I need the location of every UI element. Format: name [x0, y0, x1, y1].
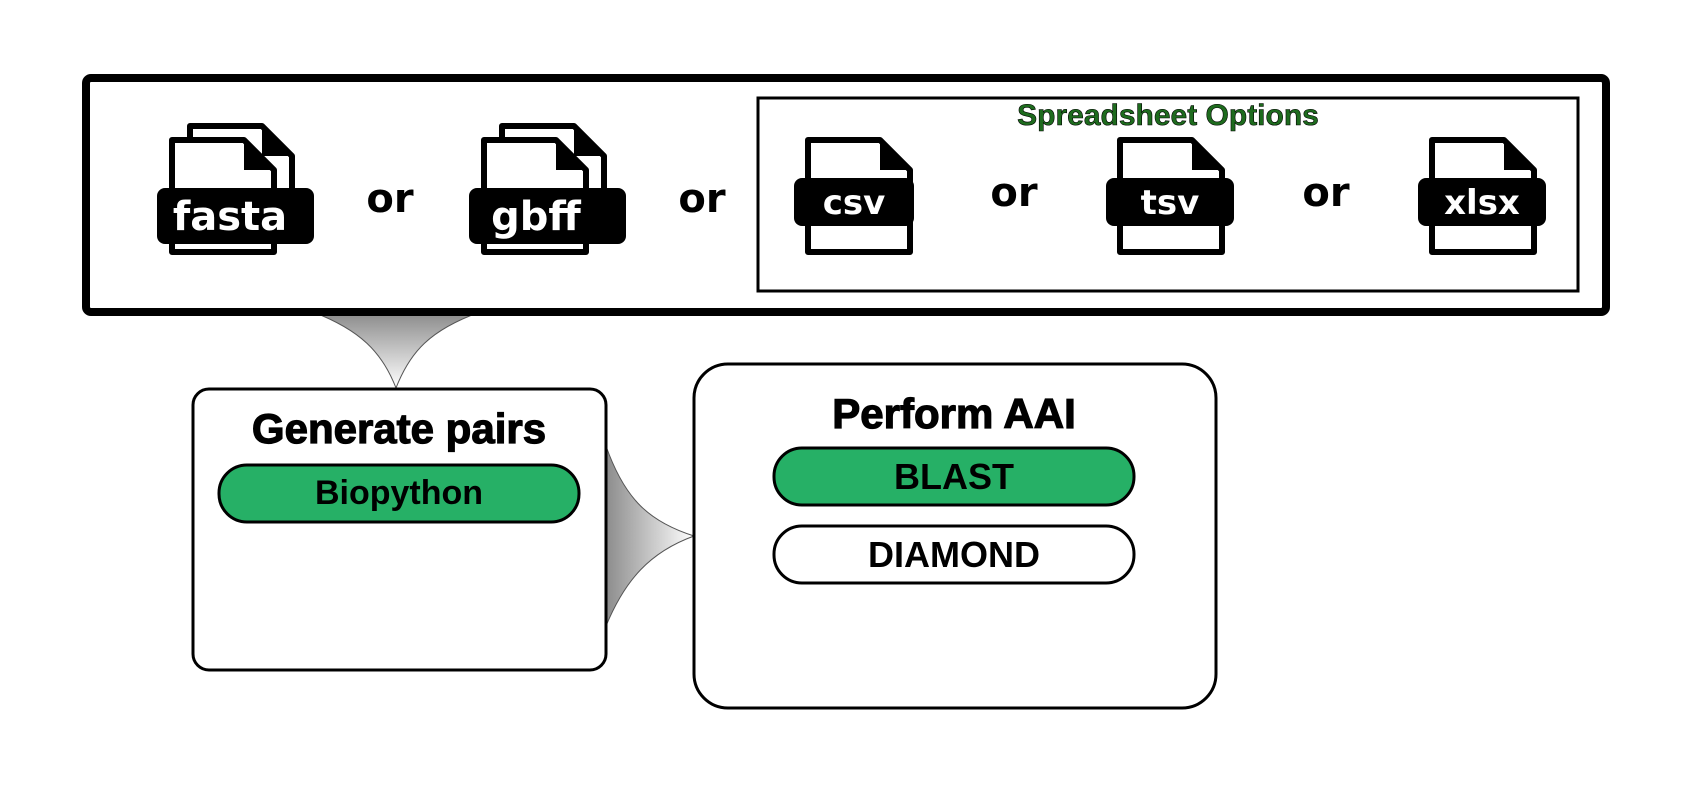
- tsv-file-icon: tsv: [1106, 140, 1234, 252]
- diamond-label: DIAMOND: [868, 534, 1040, 575]
- perform-aai-title: Perform AAI: [832, 390, 1076, 437]
- gbff-file-icon: gbff: [469, 126, 626, 252]
- csv-label: csv: [823, 183, 886, 223]
- biopython-label: Biopython: [315, 474, 483, 512]
- funnel-connector-top: [312, 311, 481, 390]
- spreadsheet-options-title: Spreadsheet Options: [1017, 99, 1319, 132]
- xlsx-file-icon: xlsx: [1418, 140, 1546, 252]
- tsv-label: tsv: [1141, 183, 1200, 223]
- gbff-label: gbff: [491, 194, 581, 240]
- blast-pill[interactable]: [772, 446, 1136, 507]
- or-connector-3: or: [990, 170, 1037, 216]
- xlsx-label: xlsx: [1444, 183, 1520, 223]
- generate-pairs-title: Generate pairs: [252, 405, 546, 452]
- funnel-connector-side: [605, 445, 696, 627]
- csv-file-icon: csv: [794, 140, 914, 252]
- fasta-label: fasta: [173, 194, 287, 240]
- generate-pairs-box: [191, 387, 608, 672]
- diamond-pill[interactable]: [772, 524, 1136, 585]
- or-connector-1: or: [366, 176, 413, 222]
- blast-label: BLAST: [894, 456, 1014, 497]
- fasta-file-icon: fasta: [157, 126, 314, 252]
- biopython-pill[interactable]: [217, 463, 581, 524]
- or-connector-2: or: [678, 176, 725, 222]
- or-connector-4: or: [1302, 170, 1349, 216]
